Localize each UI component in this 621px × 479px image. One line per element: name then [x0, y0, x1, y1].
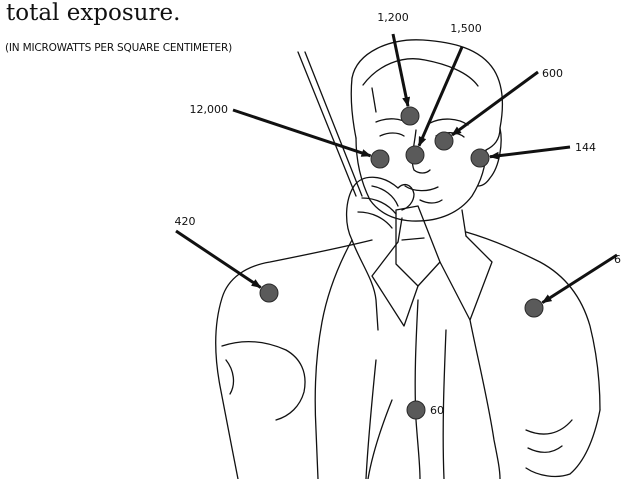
- measurement-dot-forehead: [401, 107, 419, 125]
- antenna-line: [298, 52, 356, 196]
- thumb: [398, 185, 414, 210]
- right-sleeve-fold: [526, 420, 572, 434]
- chin: [420, 200, 442, 203]
- right-sleeve-fold: [528, 446, 562, 452]
- collar-left: [372, 242, 418, 326]
- measurement-dot-cheek: [371, 150, 389, 168]
- pointer-arrow-left-shoulder: [176, 231, 261, 287]
- value-label-forehead: 1,200: [377, 11, 409, 24]
- collar-right: [440, 236, 492, 320]
- hair-strand: [363, 59, 478, 86]
- hair-strand: [351, 78, 356, 138]
- pointer-arrow-ear: [490, 147, 570, 157]
- value-label-right-eye: 600: [542, 67, 563, 80]
- pointer-arrow-cheek: [233, 110, 371, 156]
- value-label-nose-tip: 1,500: [450, 22, 482, 35]
- left-sleeve-fold: [226, 360, 233, 394]
- finger-line: [372, 186, 398, 206]
- pointer-arrow-forehead: [393, 34, 408, 106]
- forearm: [315, 240, 352, 479]
- value-label-cheek: 12,000: [190, 103, 229, 116]
- measurement-dot-chest: [407, 401, 425, 419]
- shirt-placket: [415, 300, 420, 479]
- measurement-dot-left-shoulder: [260, 284, 278, 302]
- measurement-dot-right-eye: [435, 132, 453, 150]
- hair-strand: [372, 88, 376, 112]
- value-label-left-shoulder: 420: [175, 215, 196, 228]
- left-eye: [380, 133, 404, 136]
- value-label-ear: 144: [575, 141, 596, 154]
- right-shoulder-line: [466, 232, 600, 410]
- pointer-arrow-right-eye: [452, 72, 538, 135]
- value-label-right-shoulder: 6: [614, 253, 621, 266]
- left-shoulder-line: [216, 240, 372, 479]
- measurement-dot-ear: [471, 149, 489, 167]
- value-label-chest: 60: [430, 404, 444, 417]
- shirt-seam: [366, 360, 376, 479]
- measurement-dot-nose-tip: [406, 146, 424, 164]
- right-eyebrow: [430, 119, 468, 125]
- radio-detail: [402, 238, 424, 240]
- shirt-seam: [470, 320, 500, 479]
- left-sleeve: [222, 342, 305, 420]
- raised-hand: [347, 177, 398, 330]
- pointer-arrow-right-shoulder: [542, 255, 617, 303]
- finger-line: [362, 198, 396, 214]
- neck-line: [398, 218, 402, 242]
- right-sleeve: [526, 410, 600, 476]
- measurement-dot-right-shoulder: [525, 299, 543, 317]
